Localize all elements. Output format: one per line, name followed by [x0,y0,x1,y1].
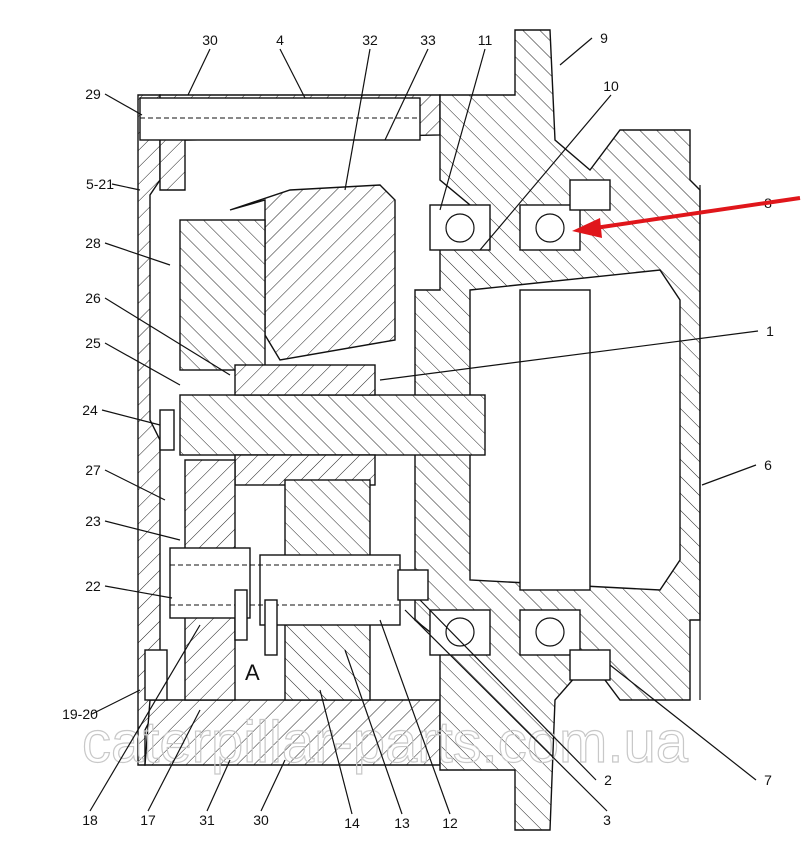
leader-line [104,242,171,266]
highlight-arrow [594,196,801,230]
part-label-30: 30 [253,812,269,828]
spacer [234,589,248,641]
leader-line [609,664,757,781]
plug-19-20 [144,649,168,701]
part-label-32: 32 [362,32,378,48]
part-label-29: 29 [85,86,101,102]
leader-line [104,469,166,501]
part-label-19-20: 19-20 [62,706,98,722]
bearing-7 [519,609,581,656]
retainer-3 [397,569,429,601]
section-mark-a: A [245,660,260,685]
bearing-7-ball [535,617,565,647]
bearing-10-ball [445,213,475,243]
leader-line [147,709,201,812]
seal-upper [569,179,611,211]
leader-line [479,94,612,251]
part-label-12: 12 [442,815,458,831]
part-label-24: 24 [82,402,98,418]
part-label-2: 2 [604,772,612,788]
part-label-17: 17 [140,812,156,828]
leader-line [111,183,141,191]
leader-line [89,624,201,812]
gear-28 [179,219,266,371]
part-label-3: 3 [603,812,611,828]
part-label-7: 7 [764,772,772,788]
part-label-9: 9 [600,30,608,46]
part-label-25: 25 [85,335,101,351]
leader-line [104,585,173,599]
leader-line [379,330,759,381]
part-label-1: 1 [766,323,774,339]
part-label-10: 10 [603,78,619,94]
leader-line [206,759,231,812]
part-labels: 304323311910295-218282612524627232219-20… [62,30,774,831]
hub-inner-rib [519,289,591,591]
part-label-5-21: 5-21 [86,176,114,192]
part-label-27: 27 [85,462,101,478]
part-label-22: 22 [85,578,101,594]
bearing-10 [429,204,491,251]
leader-line [279,48,306,99]
leader-line [260,759,286,812]
highlight-arrowhead [572,218,602,238]
shaft [179,394,486,456]
leader-line [104,520,181,541]
part-label-13: 13 [394,815,410,831]
key-24 [159,409,175,451]
bolt-29 [139,97,421,141]
seal-lower [569,649,611,681]
pin-12 [259,554,401,626]
bearing-2-ball [445,617,475,647]
part-label-6: 6 [764,457,772,473]
part-label-30: 30 [202,32,218,48]
leader-line [344,48,371,191]
part-label-33: 33 [420,32,436,48]
part-label-4: 4 [276,32,284,48]
leader-line [439,48,486,211]
leader-line [701,464,757,486]
part-label-11: 11 [478,32,493,48]
leader-line [344,649,403,815]
leader-line [559,37,593,66]
part-label-31: 31 [199,812,215,828]
leader-line [404,609,608,812]
leader-line [101,409,161,426]
leader-line [379,619,451,815]
leader-line [104,342,181,386]
leader-line [104,93,143,116]
part-label-26: 26 [85,290,101,306]
part-label-14: 14 [344,815,360,831]
spacer [264,599,278,656]
bearing-8 [519,204,581,251]
leader-line [384,48,429,141]
bearing-8-ball [535,213,565,243]
gear-1 [234,364,376,396]
leader-line [419,599,597,781]
part-label-18: 18 [82,812,98,828]
leader-line [91,689,141,715]
leader-line [104,297,231,376]
part-label-23: 23 [85,513,101,529]
part-label-28: 28 [85,235,101,251]
bearing-2 [429,609,491,656]
leader-line [187,48,211,96]
leader-line [319,689,353,815]
